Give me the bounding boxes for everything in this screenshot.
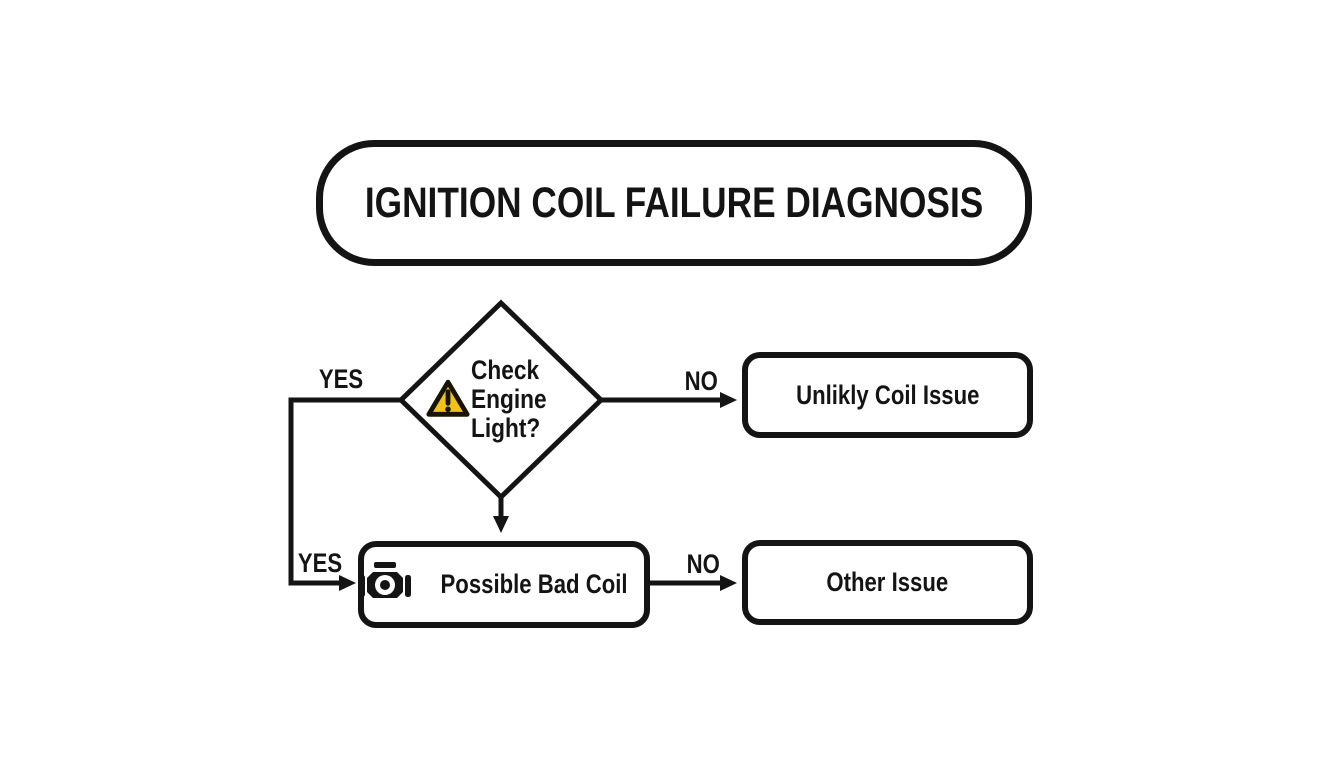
- node-possible-bad-coil: Possible Bad Coil: [358, 541, 650, 628]
- warning-icon: [425, 378, 471, 419]
- engine-icon: [359, 561, 412, 608]
- node-other-issue: Other Issue: [742, 540, 1033, 625]
- decision-line-3: Light?: [471, 413, 541, 443]
- edge-label-no-top: NO: [684, 366, 718, 396]
- node-unlikely-label: Unlikly Coil Issue: [795, 379, 980, 410]
- decision-line-2: Engine: [471, 384, 547, 414]
- decision-diamond-shape: [397, 299, 605, 501]
- title-node: IGNITION COIL FAILURE DIAGNOSIS: [316, 140, 1032, 266]
- edge-label-no-bottom: NO: [686, 549, 720, 579]
- node-unlikely-coil-issue: Unlikly Coil Issue: [742, 352, 1033, 438]
- decision-line-1: Check: [471, 355, 540, 385]
- edge-yes-elbow: [288, 397, 401, 591]
- edge-label-yes-bottom: YES: [297, 548, 343, 578]
- decision-node-label: Check Engine Light?: [471, 356, 561, 443]
- page-title: IGNITION COIL FAILURE DIAGNOSIS: [364, 178, 984, 227]
- node-possible-label: Possible Bad Coil: [440, 569, 629, 599]
- edge-label-yes-top: YES: [318, 364, 364, 394]
- node-other-label: Other Issue: [826, 567, 949, 597]
